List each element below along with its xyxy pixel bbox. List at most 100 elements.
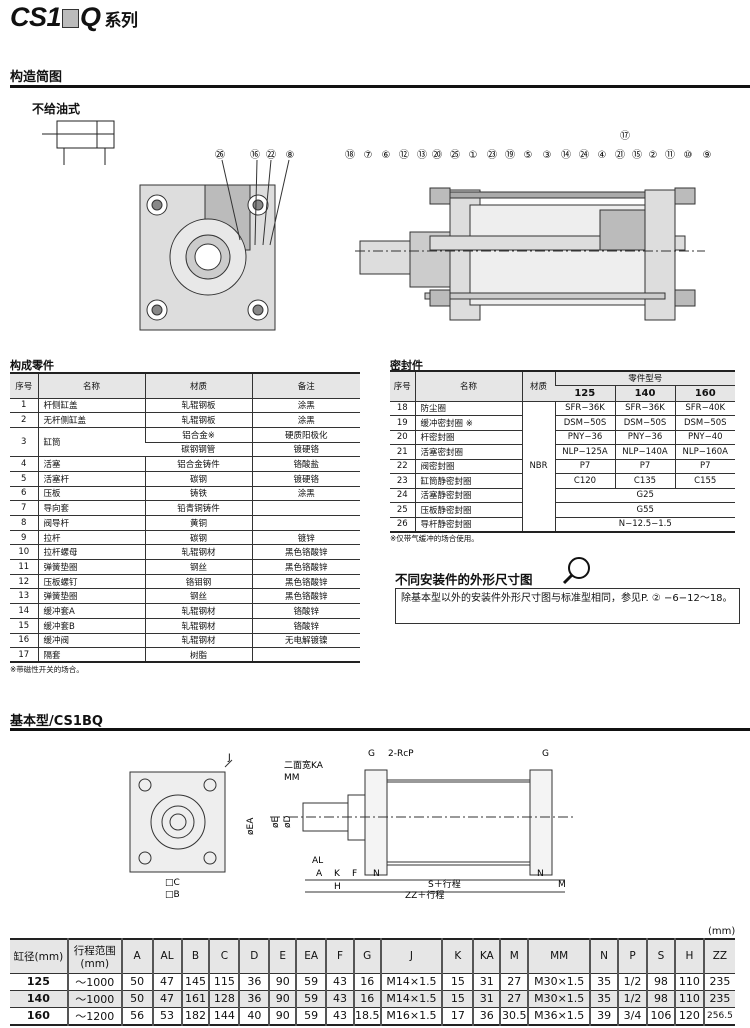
cell: ～1200 [66,1007,122,1025]
cell: 98 [645,973,675,991]
cell: 106 [645,1007,675,1025]
part-no: 8 [10,515,38,531]
cell: 15 [441,973,474,991]
seal-part-number: NLP−125A [554,444,615,460]
seal-part-number: DSM−50S [674,415,735,431]
part-no: 14 [10,603,38,619]
part-finish: 铬酸锌 [251,618,360,634]
callout-4: ④ [598,150,607,161]
cell: 43 [325,1007,354,1025]
part-material: 树脂 [144,647,252,663]
callout-23: ㉓ [487,149,497,161]
part-material: 轧辊钢材 [144,618,252,634]
cell: 125 [10,973,68,991]
subheading-non-lube: 不给油式 [32,102,81,116]
part-material: 铝合金铸件 [144,456,252,472]
cell: 39 [589,1007,619,1025]
part-no: 6 [10,486,38,502]
dim-label-s: S＋行程 [428,878,461,890]
dim-label-h: H [334,882,341,892]
parts-title: 构成零件 [10,359,54,372]
part-name: 缓冲套A [37,603,145,619]
dim-label-m: M [558,880,566,890]
seal-name: 缸筒静密封圈 [414,473,522,489]
seal-no: 19 [390,415,415,431]
part-no: 15 [10,618,38,634]
col-header: M [499,939,529,974]
dim-label-f: F [352,869,357,879]
cell: 144 [208,1007,240,1025]
part-name: 隔套 [37,647,145,663]
cell: 40 [238,1007,270,1025]
cell: 160 [10,1007,68,1025]
seal-part-number: P7 [554,459,615,474]
part-name: 活塞杆 [37,471,145,487]
part-material: 碳钢钢管 [145,442,252,458]
cell: 43 [325,990,354,1008]
cell: 235 [702,973,735,991]
part-name: 活塞 [37,456,145,472]
callout-21: ㉑ [615,149,625,161]
col-header: 名称 [414,371,522,402]
seal-part-number: SFR−40K [674,401,735,416]
cell: 18.5 [353,1007,381,1025]
callout-11: ⑪ [665,149,675,161]
part-material: 轧辊钢材 [144,544,252,561]
part-no: 1 [10,398,38,414]
part-no: 10 [10,544,38,561]
section-callouts: ⑱ ⑦ ⑥ ⑫ ⑬ ⑳ ㉕ ① ㉓ ⑲ ⑤ ③ ⑭ ㉔ ④ ㉑ ⑰ ⑮ ② ⑪ … [345,130,711,161]
seal-no: 25 [390,502,415,518]
bore-140: 140 [614,385,675,402]
seal-part-number: DSM−50S [554,415,615,431]
section-heading-structure: 构造简图 [10,70,63,85]
col-header: G [353,939,381,974]
col-header: J [379,939,443,974]
cell: 59 [295,973,327,991]
callout-18: ⑱ [345,149,355,161]
dim-label-c: □C [165,878,180,888]
col-header: B [180,939,210,974]
cell: 128 [208,990,240,1008]
cell: 31 [472,973,501,991]
part-material: 铝合金※ [144,427,252,443]
dim-label-al: AL [312,856,323,866]
cell: M14×1.5 [379,973,443,991]
part-name: 压板螺钉 [37,574,145,590]
col-header: 材质 [521,371,555,402]
part-material: 轧辊钢材 [144,633,252,649]
col-header: AL [151,939,182,974]
seal-name: 导杆静密封圈 [414,517,522,532]
col-header: K [441,939,474,974]
cell: 110 [673,990,704,1008]
dim-label-n: N [537,869,544,879]
cell: 35 [589,990,619,1008]
callout-8: ⑧ [286,150,295,161]
cell: 161 [180,990,210,1008]
dim-label-j: J [227,753,231,763]
seal-no: 21 [390,444,415,460]
structure-diagrams: ㉖ ⑯ ㉒ ⑧ ⑱ ⑦ ⑥ ⑫ ⑬ ⑳ ㉕ ① ㉓ ⑲ ⑤ ③ ⑭ ㉔ ④ ㉑ … [42,120,711,331]
cell: 50 [120,990,153,1008]
callout-15: ⑮ [632,149,642,161]
cylinder-symbol-icon [42,120,115,165]
mounting-note-box: 除基本型以外的安装件外形尺寸图与标准型相同，参见P. ② −6−12～18。 [395,588,740,624]
cell: 16 [353,973,381,991]
part-material: 铸铁 [144,486,252,502]
cell: 27 [499,990,529,1008]
cell: 3/4 [617,1007,647,1025]
callout-1: ① [469,150,478,161]
callout-6: ⑥ [382,150,391,161]
part-name: 杆侧缸盖 [37,398,145,414]
cell: 145 [180,973,210,991]
magnifier-icon [562,557,590,585]
cell: ～1000 [66,973,122,991]
